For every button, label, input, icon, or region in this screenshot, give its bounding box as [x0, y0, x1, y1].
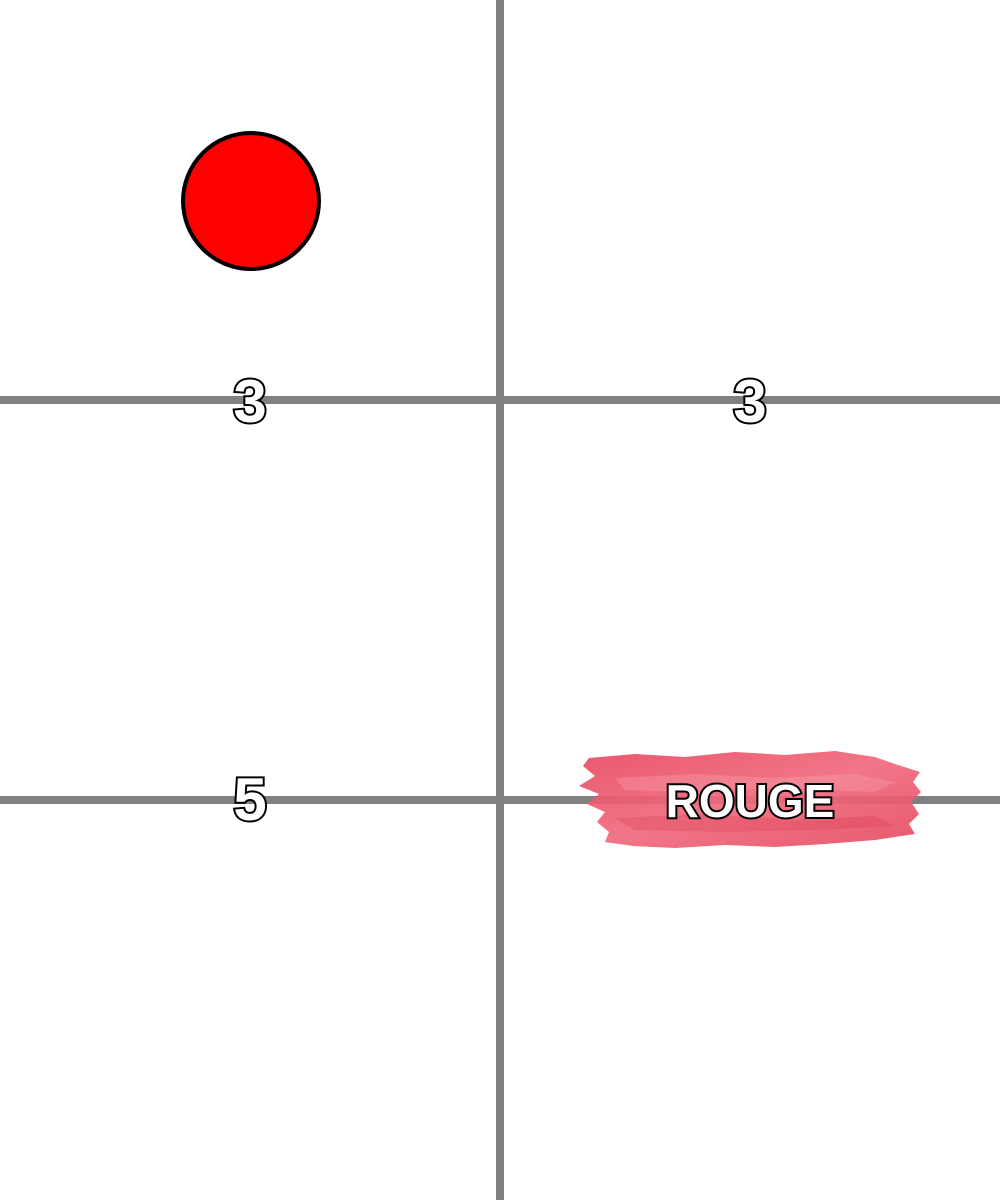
rouge-brush-label: ROUGE	[575, 748, 925, 854]
top-right-number: 3	[731, 366, 768, 437]
horizontal-divider-top	[0, 396, 1000, 404]
rouge-text: ROUGE	[664, 773, 837, 829]
bottom-left-number: 5	[231, 764, 268, 835]
top-left-number: 3	[231, 366, 268, 437]
brush-stroke-icon	[579, 751, 921, 848]
horizontal-divider-bottom	[0, 796, 1000, 804]
vertical-divider	[496, 0, 504, 1200]
red-circle-marker	[181, 131, 321, 271]
